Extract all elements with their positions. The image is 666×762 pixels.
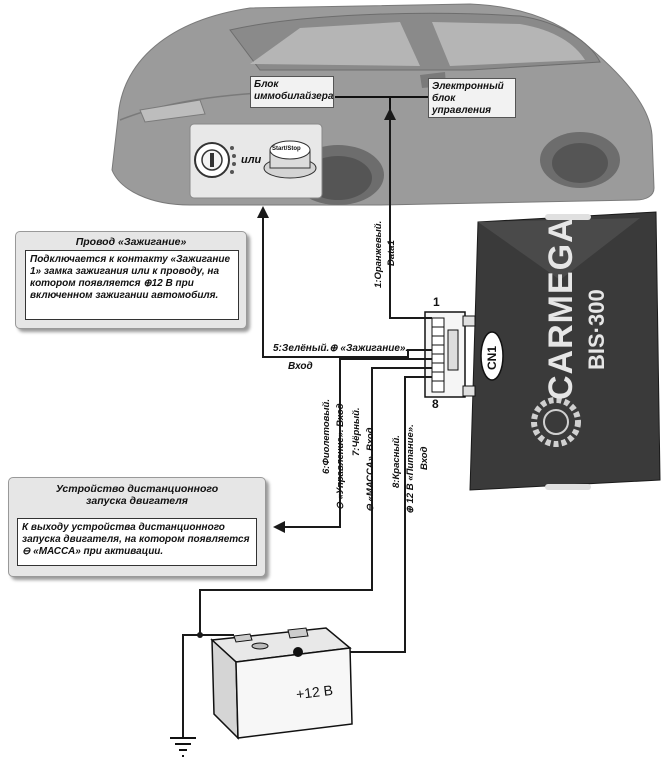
wire-5-ignition — [262, 214, 432, 358]
device-body — [469, 211, 661, 491]
remote-start-note-panel: Устройство дистанционного запуска двигат… — [8, 477, 266, 577]
wire-7-ground — [182, 367, 432, 738]
ignition-note-panel: Провод «Зажигание» Подключается к контак… — [15, 231, 247, 329]
remote-start-note-title: Устройство дистанционного запуска двигат… — [55, 483, 219, 507]
wire-8-signal-label: ⊕ 12 В «Питание». — [405, 424, 416, 514]
battery-icon — [210, 627, 353, 740]
pin-last-label: 8 — [432, 397, 439, 411]
model-name: BIS·300 — [584, 289, 609, 370]
ground-symbol-icon — [170, 737, 196, 757]
ignition-note-title: Провод «Зажигание» — [75, 236, 187, 248]
connector-name: CN1 — [485, 345, 499, 370]
gear-logo-icon — [531, 397, 581, 447]
remote-start-note-body: К выходу устройства дистанционного запус… — [17, 518, 257, 566]
wire-6-color-label: 6:Фиолетовый. — [321, 399, 332, 474]
wire-6-signal-label: ⊖ «Управление». Вход — [335, 403, 346, 510]
arrow-up-data-icon — [384, 108, 396, 120]
pin-first-label: 1 — [433, 295, 440, 309]
wire-5-dir-label: Вход — [288, 361, 313, 372]
wire-8-power — [299, 376, 432, 653]
wire-1-color-label: 1:Оранжевый. — [373, 220, 384, 288]
arrow-left-control-icon — [273, 521, 285, 533]
wire-7-signal-label: ⊖ «МАССА». Вход — [365, 427, 376, 512]
cn1-connector — [424, 311, 504, 398]
wire-8-dir-label: Вход — [419, 446, 430, 470]
wire-1-data — [389, 114, 432, 319]
wires — [182, 114, 432, 738]
start-stop-label: Start/Stop — [272, 146, 301, 152]
wire-5-label: 5:Зелёный.⊕ «Зажигание». — [273, 343, 409, 354]
wire-7-color-label: 7:Чёрный. — [351, 407, 362, 456]
wire-6-control — [281, 358, 432, 528]
arrow-up-ignition-icon — [257, 206, 269, 218]
brand-logo: CARMEGA — [542, 217, 580, 400]
wire-1-signal-label: Data1 — [386, 240, 397, 266]
ignition-or-label: или — [241, 154, 262, 166]
wire-8-color-label: 8:Красный. — [391, 435, 402, 488]
ecu-block-label: Электронный блок управления — [428, 78, 516, 118]
immobilizer-block-label: Блок иммобилайзера — [250, 76, 334, 108]
ignition-note-body: Подключается к контакту «Зажигание 1» за… — [25, 250, 239, 320]
